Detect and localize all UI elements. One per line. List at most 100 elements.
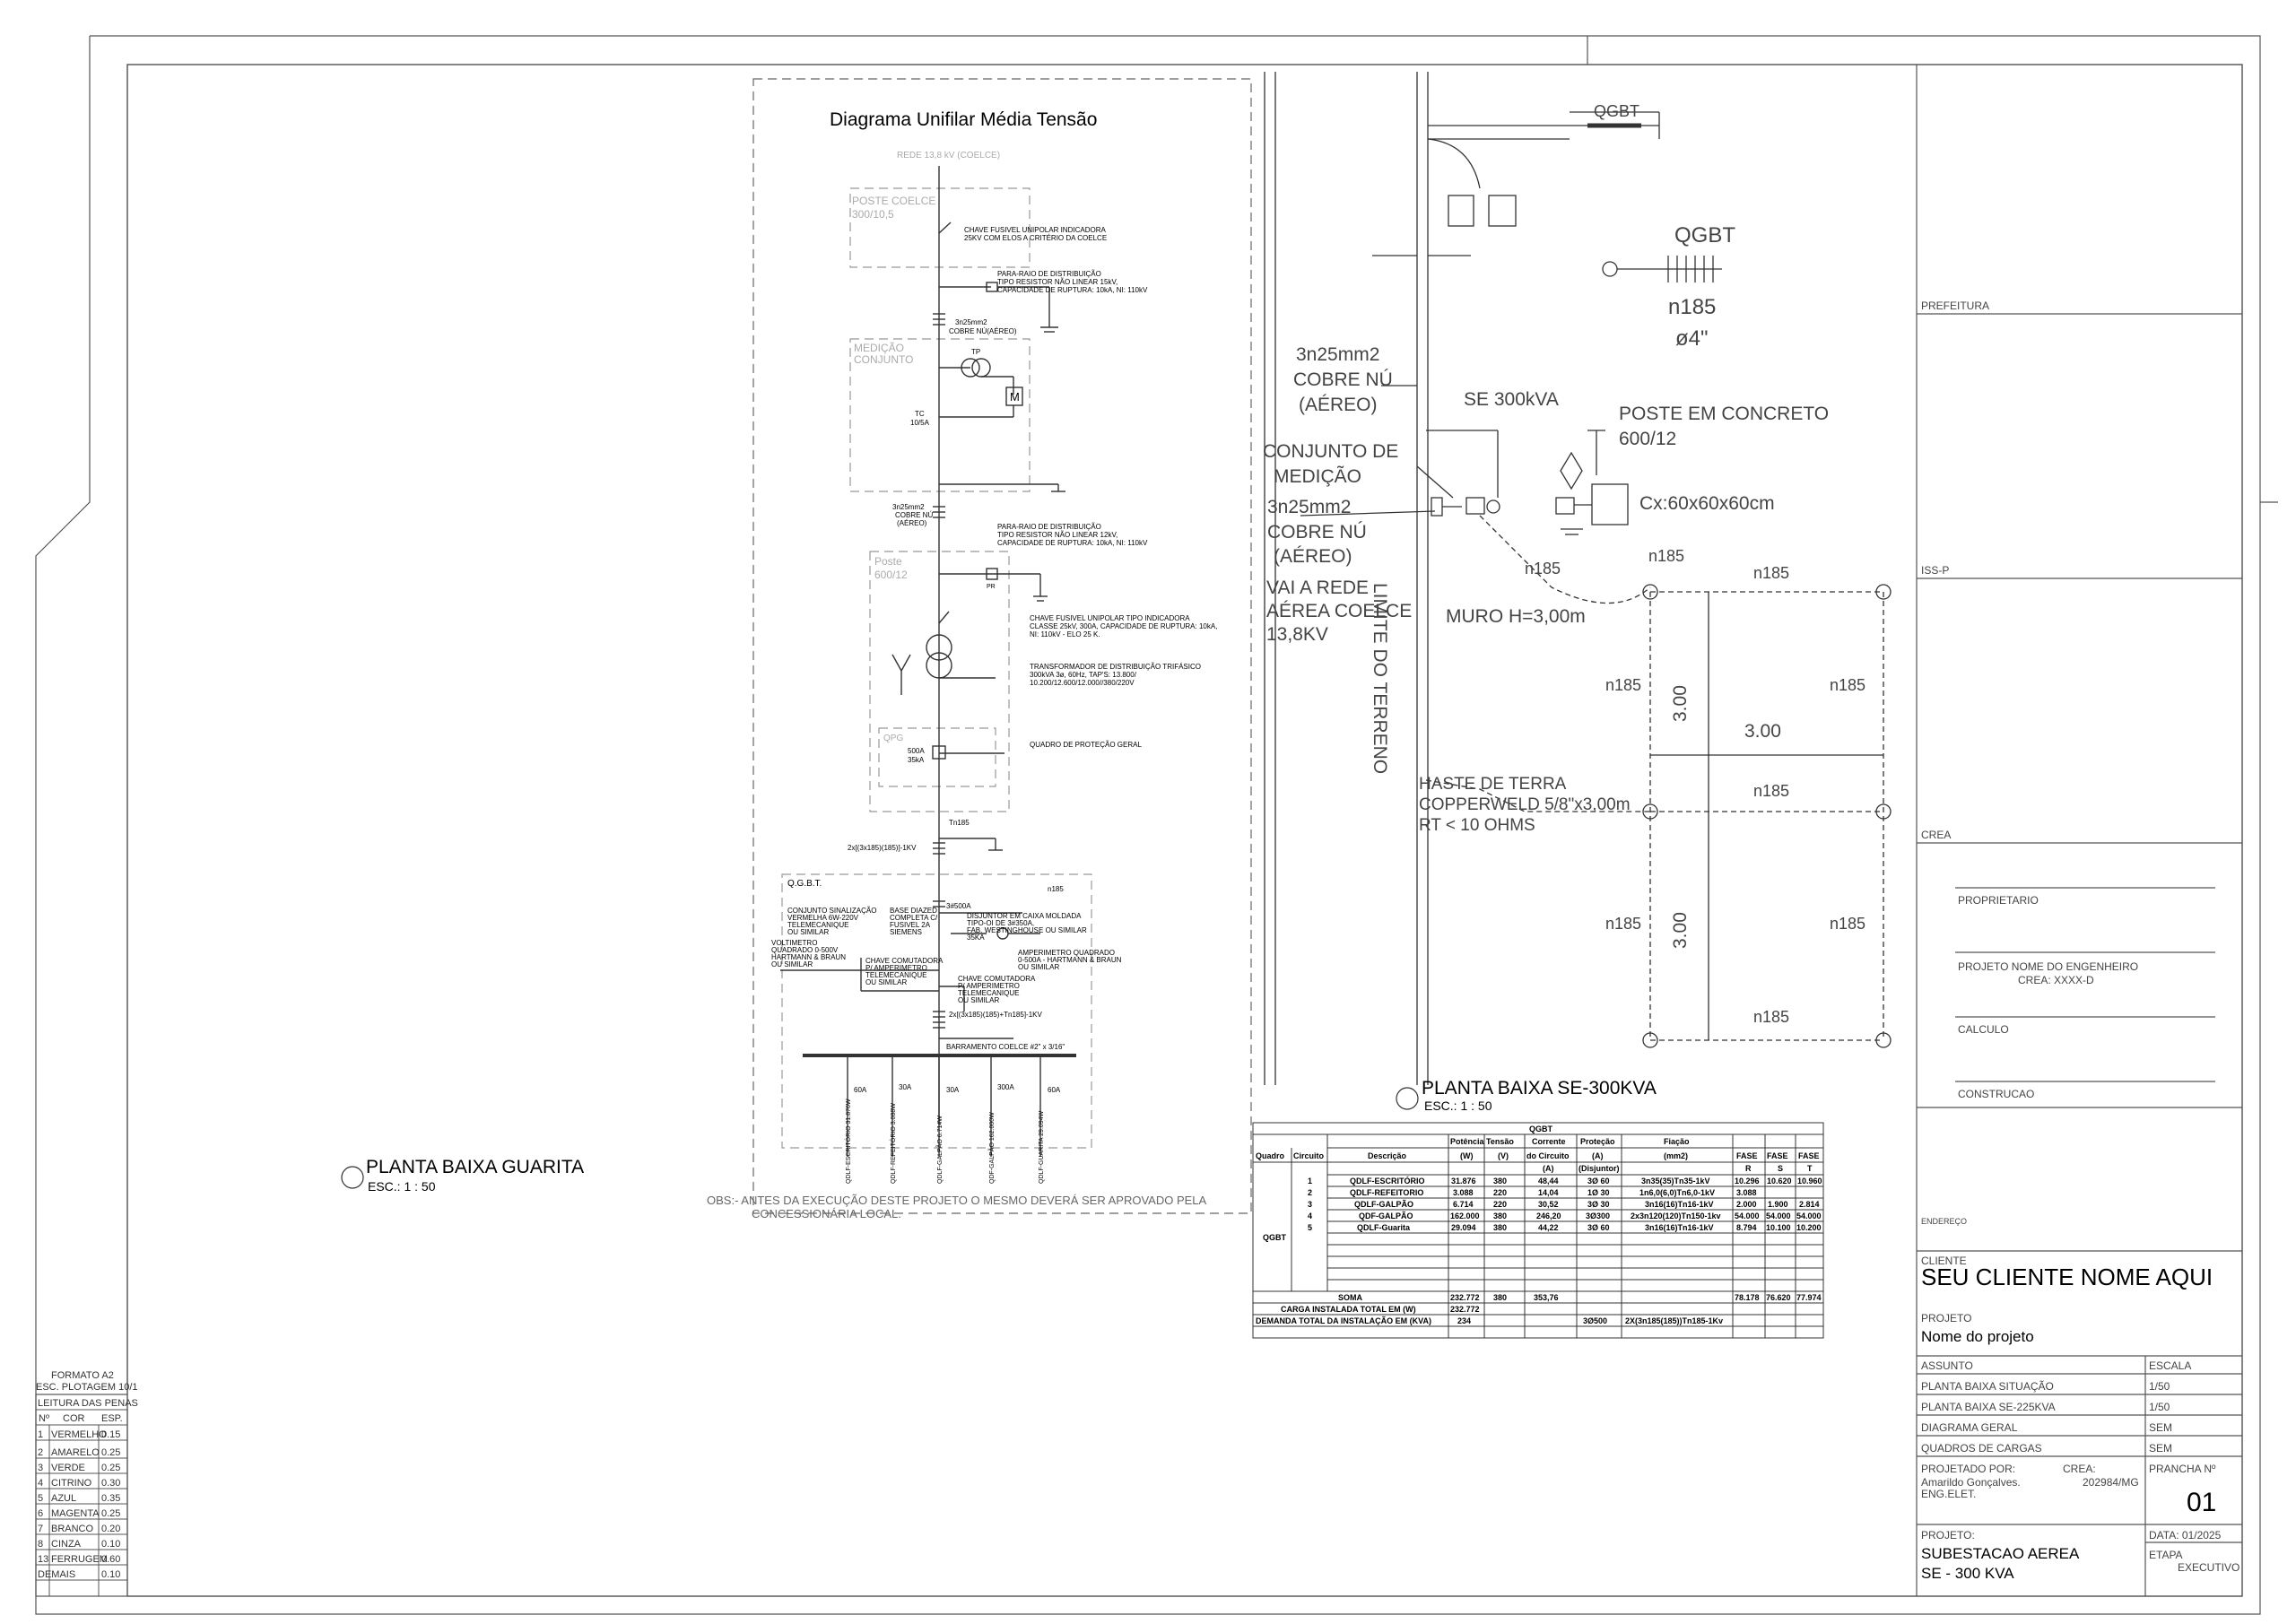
tb-prancha: 01 [2187, 1488, 2216, 1517]
legend-cell: AMARELO [51, 1447, 100, 1458]
plan-haste-2: COPPERWELD 5/8"x3,00m [1419, 795, 1631, 814]
trafo-line1: TRANSFORMADOR DE DISTRIBUIÇÃO TRIFÁSICO [1030, 663, 1201, 671]
row3-cor: 30,52 [1538, 1200, 1559, 1209]
row4-cor: 246,20 [1536, 1211, 1561, 1220]
carga-label: CARGA INSTALADA TOTAL EM (W) [1281, 1305, 1416, 1314]
tb-crea-mg: 202984/MG [2083, 1476, 2139, 1489]
disjuntor-3-label: 3#500A [946, 902, 971, 910]
tb-iss: ISS-P [1921, 564, 1949, 577]
voltimetro-3: HARTMANN & BRAUN [771, 953, 846, 961]
tb-assunto-1: PLANTA BAIXA SITUAÇÃO [1921, 1380, 2054, 1393]
legend-cell: CINZA [51, 1539, 82, 1550]
tn185-label: Tn185 [949, 819, 970, 827]
row3-circ: 3 [1308, 1200, 1312, 1209]
chave-comut-1-2: P/ AMPERIMETRO [865, 964, 927, 972]
tb-projeto-nome: PROJETO NOME DO ENGENHEIRO [1958, 960, 2138, 973]
cable-3-label: 2x[(3x185)(185)]-1KV [848, 844, 917, 852]
single-line-drawing [780, 166, 1076, 1157]
tb-assunto-2: PLANTA BAIXA SE-225KVA [1921, 1401, 2056, 1413]
tb-calculo: CALCULO [1958, 1023, 2009, 1036]
breaker-2-label: 30A [899, 1083, 912, 1091]
amperimetro-1: AMPERIMETRO QUADRADO [1018, 949, 1115, 957]
row5-t: 10.200 [1796, 1223, 1822, 1232]
plan-haste-1: HASTE DE TERRA [1419, 775, 1567, 794]
tc-ratio: 10/5A [910, 419, 930, 427]
table-row: 2 QDLF-REFEITORIO 3.088 220 14,04 1Ø 30 … [1308, 1188, 1757, 1197]
plan-n185-7: n185 [1605, 915, 1641, 933]
demanda-value: 234 [1457, 1316, 1471, 1325]
legend-cell: 0.20 [101, 1524, 120, 1534]
qpg-breaker-current: 500A [908, 747, 925, 755]
legend-cell: 7 [38, 1524, 43, 1534]
plan-n185-a: n185 [1668, 295, 1716, 319]
plan-dim-2: 3.00 [1744, 721, 1781, 742]
poste-spec: 600/12 [874, 569, 908, 581]
disjuntor-4: 35KA [967, 934, 985, 942]
voltimetro-4: OU SIMILAR [771, 960, 813, 968]
legend-cell: 0.25 [101, 1447, 120, 1458]
row3-ten: 220 [1493, 1200, 1507, 1209]
chave-fusivel-1-line2: 25KV COM ELOS A CRITÉRIO DA COELCE [964, 234, 1107, 242]
row2-desc: QDLF-REFEITORIO [1350, 1188, 1423, 1197]
tb-cliente-label: CLIENTE [1921, 1255, 1967, 1267]
pararaio-1-line1: PARA-RAIO DE DISTRIBUIÇÃO [997, 270, 1101, 278]
td-quadro: QGBT [1263, 1233, 1287, 1242]
tb-crea-num: CREA: XXXX-D [2018, 974, 2094, 986]
row4-r: 54.000 [1735, 1211, 1760, 1220]
voltimetro-2: QUADRADO 0-500V [771, 946, 839, 954]
demanda-label: DEMANDA TOTAL DA INSTALAÇÃO EM (KVA) [1256, 1316, 1431, 1325]
demanda-fiacao: 2X(3n185(185))Tn185-1Kv [1625, 1316, 1723, 1325]
legend-cell: 8 [38, 1539, 43, 1550]
amperimetro-3: OU SIMILAR [1018, 963, 1059, 971]
plan-vai-3: 13,8KV [1266, 624, 1328, 645]
th-fase-s: FASE [1767, 1151, 1788, 1160]
legend-cell: 0.30 [101, 1478, 120, 1489]
plan-dim-3: 3.00 [1670, 912, 1691, 949]
plan-cable-b-3: (AÉREO) [1274, 546, 1352, 567]
site-plan-drawing [1264, 72, 1892, 1085]
tb-eng: ENG.ELET. [1921, 1488, 1976, 1500]
legend-cell: 4 [38, 1478, 43, 1489]
qgbt-n185-label: n185 [1048, 885, 1064, 893]
row4-ten: 380 [1493, 1211, 1507, 1220]
breaker-3-label: 30A [946, 1086, 960, 1094]
row1-circ: 1 [1308, 1177, 1312, 1185]
base-diazed-3: FUSIVEL 2A [890, 921, 931, 929]
row1-cor: 48,44 [1538, 1177, 1559, 1185]
row1-s: 10.620 [1767, 1177, 1792, 1185]
demanda-protecao: 3Ø500 [1583, 1316, 1607, 1325]
plan-vai-1: VAI A REDE [1266, 578, 1369, 598]
cable-4-label: 2x[(3x185)(185)+Tn185]-1KV [949, 1011, 1043, 1019]
pen-legend: FORMATO A2 ESC. PLOTAGEM 10/1 LEITURA DA… [36, 1370, 138, 1424]
legend-cell: VERMELHO [51, 1429, 107, 1440]
soma-cor: 353,76 [1534, 1293, 1559, 1302]
row5-pot: 29.094 [1451, 1223, 1476, 1232]
trafo-line2: 300kVA 3ø, 60Hz, TAP'S: 13.800/ [1030, 671, 1137, 679]
disjuntor-1: DISJUNTOR EM CAIXA MOLDADA [967, 912, 1082, 920]
row1-ten: 380 [1493, 1177, 1507, 1185]
plan-n185-4: n185 [1605, 676, 1641, 694]
legend-formato: FORMATO A2 [51, 1370, 114, 1381]
meter-label: M [1010, 390, 1020, 404]
row5-s: 10.100 [1766, 1223, 1791, 1232]
row2-circ: 2 [1308, 1188, 1312, 1197]
tb-prancha-label: PRANCHA Nº [2149, 1463, 2216, 1475]
pen-legend-grid [36, 1409, 127, 1596]
tb-cliente: SEU CLIENTE NOME AQUI [1921, 1264, 2213, 1290]
tb-construcao: CONSTRUCAO [1958, 1088, 2034, 1100]
qpg-breaker-ka: 35kA [908, 756, 925, 764]
plan-cable-b-1: 3n25mm2 [1267, 497, 1351, 517]
legend-cell: 0.25 [101, 1463, 120, 1473]
tb-crea: CREA [1921, 829, 1951, 841]
legend-plotagem: ESC. PLOTAGEM 10/1 [36, 1382, 138, 1393]
conjunto-sinal-2: VERMELHA 6W-220V [787, 914, 859, 922]
pararaio-2-line1: PARA-RAIO DE DISTRIBUIÇÃO [997, 523, 1101, 531]
disjuntor-3: FAB. WESTINGHOUSE OU SIMILAR [967, 926, 1087, 934]
feeder-3-label: QDLF-GALPÃO 6.714W [935, 1116, 944, 1184]
row2-pro: 1Ø 30 [1587, 1188, 1610, 1197]
poste-coelce-spec: 300/10,5 [852, 208, 894, 221]
plan-se-label: SE 300kVA [1464, 389, 1559, 410]
chave-comut-2-3: TELEMECANIQUE [958, 989, 1019, 997]
cable-1-line1: 3n25mm2 [955, 318, 987, 326]
qpg-label: QPG [883, 734, 903, 743]
